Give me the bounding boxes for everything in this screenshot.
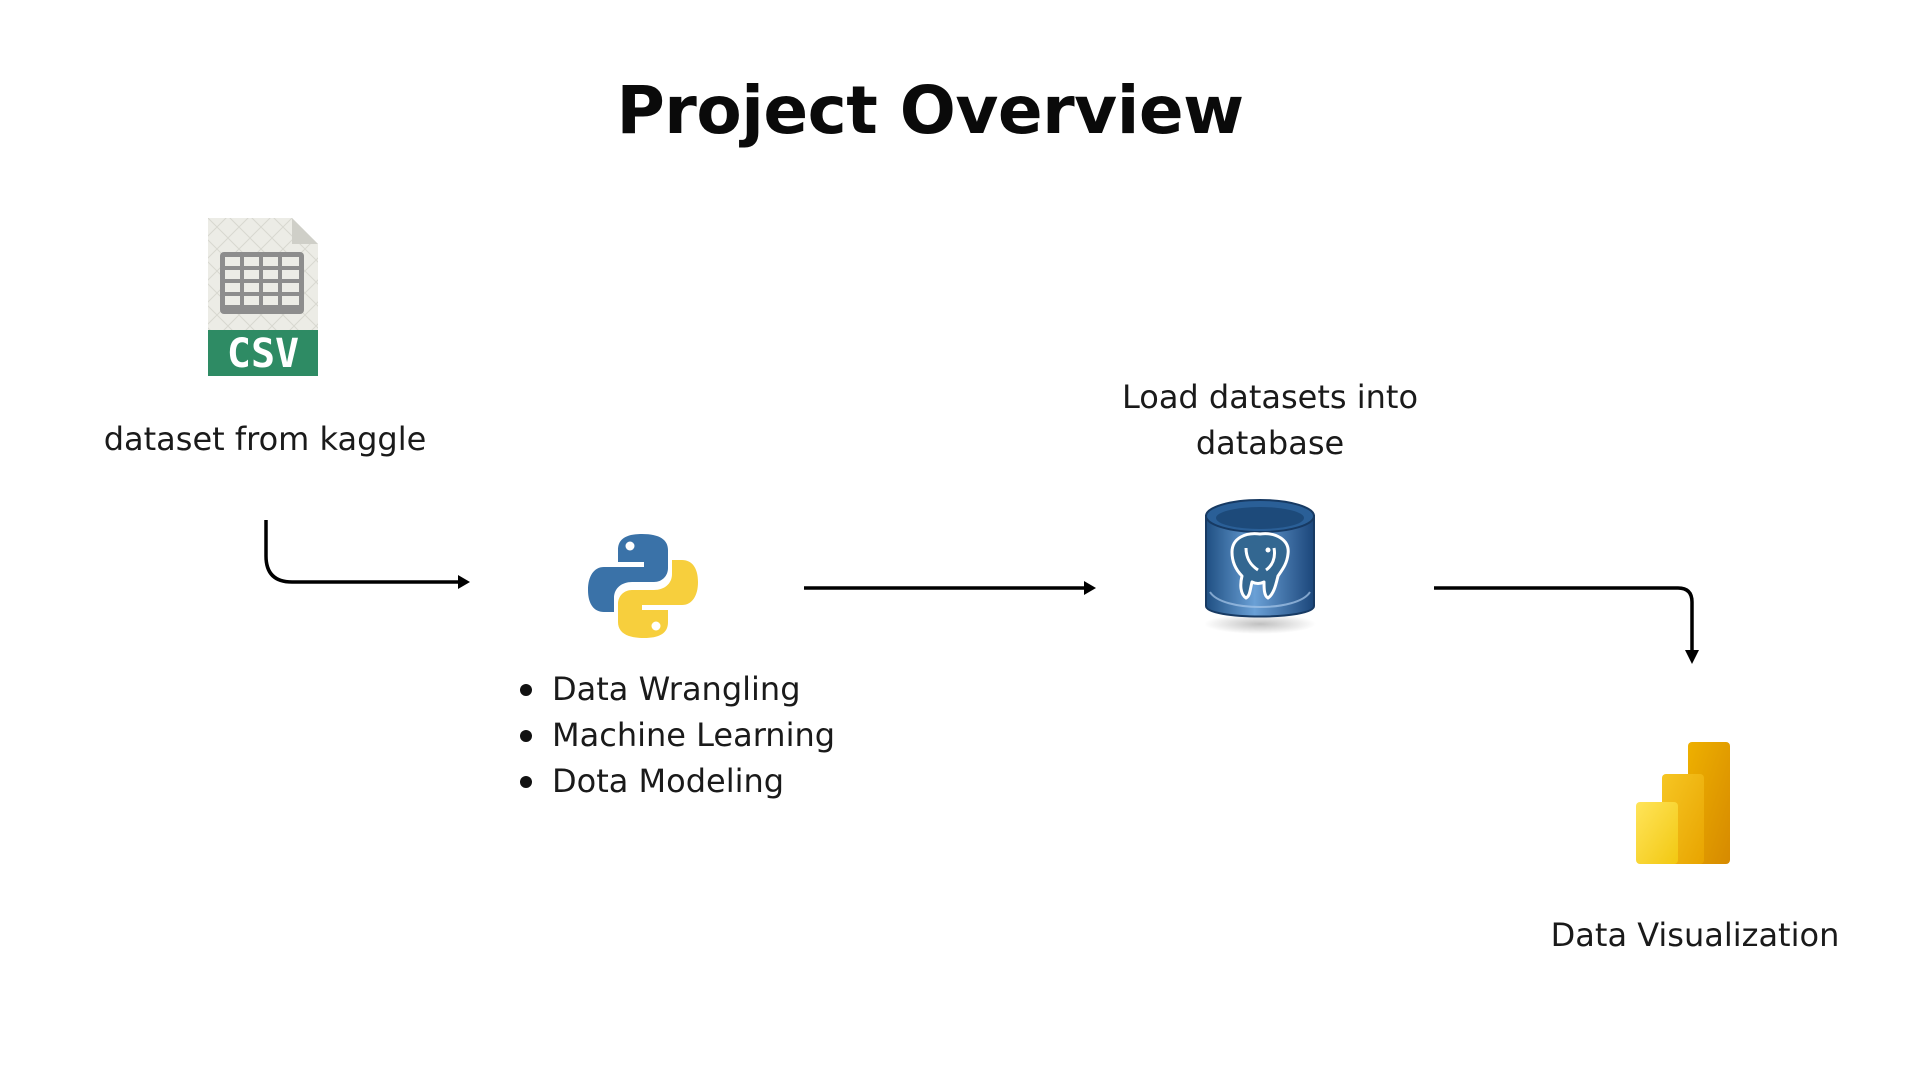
visualization-label: Data Visualization bbox=[1550, 916, 1840, 954]
csv-file-icon: CSV bbox=[208, 218, 318, 377]
python-logo-icon bbox=[588, 534, 698, 638]
source-label: dataset from kaggle bbox=[103, 420, 427, 458]
database-label: Load datasets into database bbox=[1121, 378, 1419, 462]
power-bi-logo-icon bbox=[1636, 742, 1730, 864]
diagram-title: Project Overview bbox=[616, 72, 1244, 149]
arrow-processing-to-database bbox=[804, 581, 1096, 595]
postgresql-database-icon bbox=[1204, 499, 1316, 634]
list-item: Data Wrangling bbox=[520, 666, 835, 712]
csv-badge: CSV bbox=[227, 331, 299, 377]
arrow-source-to-processing bbox=[264, 520, 470, 589]
processing-steps-list: Data Wrangling Machine Learning Dota Mod… bbox=[520, 666, 835, 804]
list-item: Machine Learning bbox=[520, 712, 835, 758]
arrow-database-to-visualization bbox=[1434, 586, 1699, 664]
list-item: Dota Modeling bbox=[520, 758, 835, 804]
